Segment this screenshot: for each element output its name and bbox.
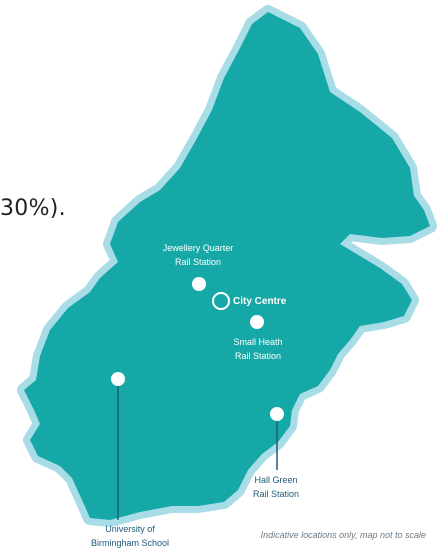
- university-label-line2: Birmingham School: [91, 538, 169, 548]
- university-label-line1: University of: [105, 524, 155, 534]
- hall-green-marker: [270, 407, 284, 421]
- jewellery-quarter-label-line2: Rail Station: [175, 257, 221, 267]
- hall-green-label-line2: Rail Station: [253, 489, 299, 499]
- background-clipped-text: 30%).: [0, 196, 66, 221]
- map-disclaimer: Indicative locations only, map not to sc…: [260, 530, 426, 540]
- city-boundary-fill: [24, 12, 430, 520]
- city-centre-label: City Centre: [233, 296, 287, 307]
- jewellery-quarter-label-line1: Jewellery Quarter: [163, 243, 234, 253]
- small-heath-label-line2: Rail Station: [235, 351, 281, 361]
- small-heath-marker: [250, 315, 264, 329]
- hall-green-label-line1: Hall Green: [254, 475, 297, 485]
- jewellery-quarter-marker: [192, 277, 206, 291]
- university-marker: [111, 372, 125, 386]
- small-heath-label-line1: Small Heath: [233, 337, 282, 347]
- city-centre-marker: [212, 292, 230, 310]
